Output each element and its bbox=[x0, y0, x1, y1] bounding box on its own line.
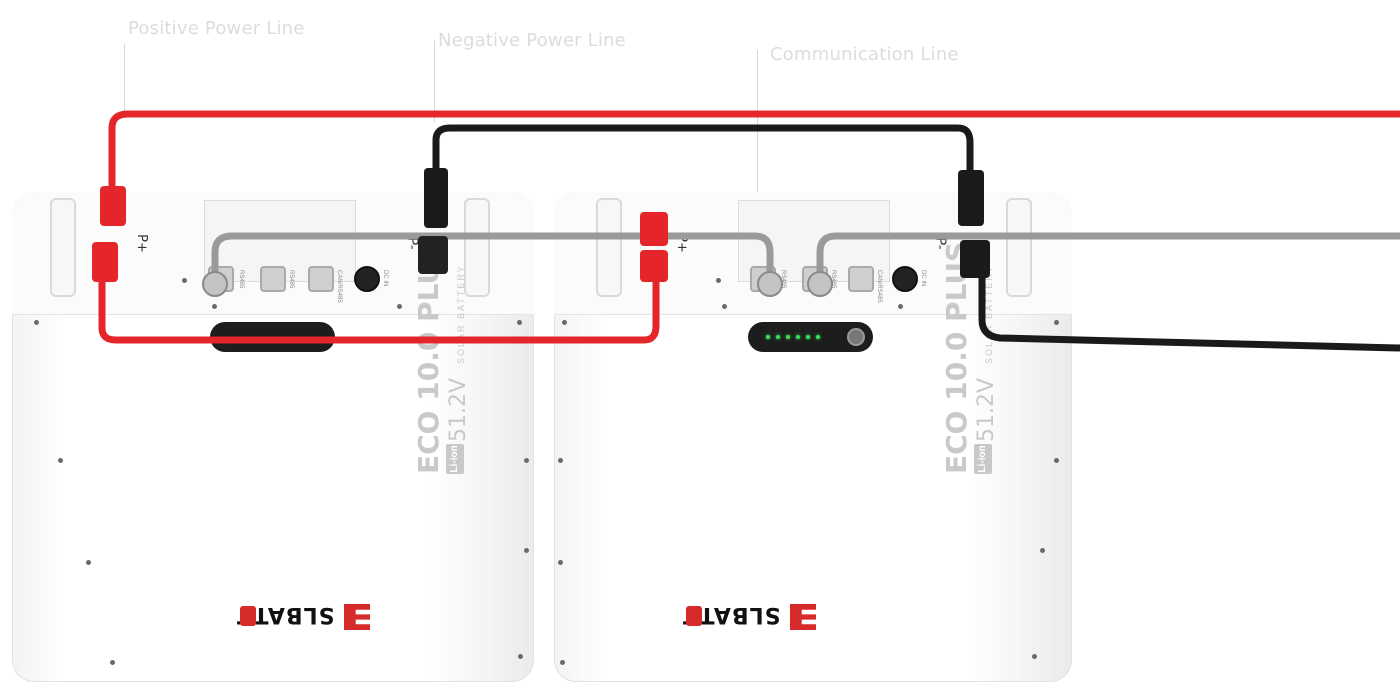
battery-1-port-label-3: CAN/RS485 bbox=[336, 270, 342, 303]
screw-icon bbox=[524, 458, 529, 463]
screw-icon bbox=[397, 304, 402, 309]
battery-2-comm-port-a[interactable] bbox=[750, 266, 776, 292]
screw-icon bbox=[562, 320, 567, 325]
status-led-icon bbox=[796, 335, 800, 339]
battery-1-port-label-4: DC IN bbox=[382, 270, 388, 287]
screw-icon bbox=[1032, 654, 1037, 659]
screw-icon bbox=[86, 560, 91, 565]
screw-icon bbox=[517, 320, 522, 325]
screw-icon bbox=[518, 654, 523, 659]
status-led-icon bbox=[766, 335, 770, 339]
screw-icon bbox=[558, 560, 563, 565]
battery-2-model-marking: ECO 10.0 PLUS Li-ion 51.2V SOLAR BATTERY bbox=[940, 242, 1020, 474]
battery-2-positive-label: P+ bbox=[673, 234, 689, 253]
slbatt-logo-icon bbox=[344, 604, 370, 630]
screw-icon bbox=[182, 278, 187, 283]
screw-icon bbox=[898, 304, 903, 309]
negative-cable-link bbox=[432, 124, 974, 184]
communication-line-callout: Communication Line bbox=[770, 44, 959, 65]
battery-1-subtitle: SOLAR BATTERY bbox=[456, 264, 466, 364]
negative-leader-line bbox=[434, 40, 435, 122]
battery-2-comm-port-c[interactable] bbox=[848, 266, 874, 292]
battery-unit-2: P+ P- RS485 RS485 CAN/RS485 DC IN E bbox=[554, 192, 1072, 682]
battery-2-port-label-1: RS485 bbox=[780, 270, 786, 289]
screw-icon bbox=[716, 278, 721, 283]
status-led-icon bbox=[806, 335, 810, 339]
battery-1-comm-port-a[interactable] bbox=[208, 266, 234, 292]
screw-icon bbox=[1054, 458, 1059, 463]
battery-2-port-label-2: RS485 bbox=[830, 270, 836, 289]
lightning-bolt-icon bbox=[686, 606, 702, 626]
battery-1-dc-port[interactable] bbox=[354, 266, 380, 292]
screw-icon bbox=[722, 304, 727, 309]
battery-2-port-label-3: CAN/RS485 bbox=[876, 270, 882, 303]
battery-1-left-handle bbox=[50, 198, 76, 297]
screw-icon bbox=[1054, 320, 1059, 325]
battery-1-voltage: 51.2V bbox=[446, 377, 471, 442]
slbatt-logo-icon bbox=[790, 604, 816, 630]
screw-icon bbox=[34, 320, 39, 325]
battery-2-model-name: ECO 10.0 PLUS bbox=[940, 241, 973, 474]
lightning-bolt-icon bbox=[240, 606, 256, 626]
battery-2-chemistry-badge: Li-ion bbox=[974, 444, 992, 474]
battery-2-port-label-4: DC IN bbox=[920, 270, 926, 287]
screw-icon bbox=[58, 458, 63, 463]
battery-1-display-panel bbox=[210, 322, 335, 352]
battery-1-chemistry-badge: Li-ion bbox=[446, 444, 464, 474]
battery-2-comm-port-b[interactable] bbox=[802, 266, 828, 292]
battery-2-voltage: 51.2V bbox=[974, 377, 999, 442]
screw-icon bbox=[110, 660, 115, 665]
battery-1-port-label-1: RS485 bbox=[238, 270, 244, 289]
battery-2-left-handle bbox=[596, 198, 622, 297]
battery-1-model-name: ECO 10.0 PLUS bbox=[412, 241, 445, 474]
battery-1-positive-label: P+ bbox=[133, 234, 149, 253]
battery-1-model-marking: ECO 10.0 PLUS Li-ion 51.2V SOLAR BATTERY bbox=[412, 242, 492, 474]
power-button[interactable] bbox=[847, 328, 865, 346]
battery-1-port-label-2: RS485 bbox=[288, 270, 294, 289]
battery-2-subtitle: SOLAR BATTERY bbox=[984, 264, 994, 364]
battery-1-comm-port-b[interactable] bbox=[260, 266, 286, 292]
screw-icon bbox=[524, 548, 529, 553]
screw-icon bbox=[560, 660, 565, 665]
positive-power-line-callout: Positive Power Line bbox=[128, 18, 305, 39]
status-led-icon bbox=[786, 335, 790, 339]
screw-icon bbox=[1040, 548, 1045, 553]
screw-icon bbox=[212, 304, 217, 309]
positive-leader-line bbox=[124, 44, 125, 118]
battery-2-dc-port[interactable] bbox=[892, 266, 918, 292]
screw-icon bbox=[558, 458, 563, 463]
negative-power-line-callout: Negative Power Line bbox=[438, 30, 626, 51]
status-led-icon bbox=[776, 335, 780, 339]
status-led-icon bbox=[816, 335, 820, 339]
battery-2-status-display bbox=[748, 322, 873, 352]
battery-unit-1: P+ P- RS485 RS485 CAN/RS485 DC IN ECO 10… bbox=[12, 192, 534, 682]
battery-1-comm-port-c[interactable] bbox=[308, 266, 334, 292]
